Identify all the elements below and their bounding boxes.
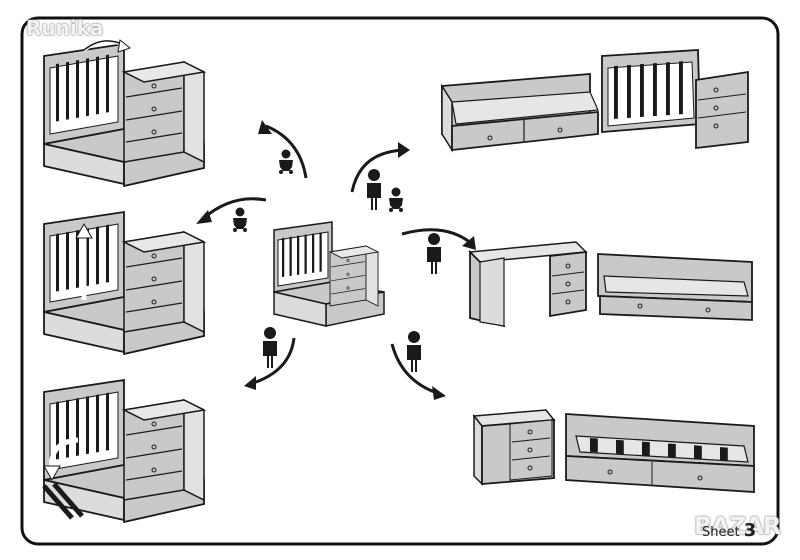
arrow-to-bottom-right [390,343,446,400]
sheet-label: Sheet [702,525,740,540]
baby-icon [279,149,293,174]
convertible-crib-center [273,221,385,327]
adult-icon [263,327,277,368]
arrow-to-top-left [258,120,308,179]
watermark-bottom: BAZAR [694,512,781,540]
sheet-number-value: 3 [743,520,757,541]
sheet-number: Sheet 3 [702,520,756,541]
adult-icon [407,331,421,372]
watermark-top: Runika [26,16,104,40]
crib-with-dresser-top-left [43,42,205,188]
page-frame [20,16,780,546]
crib-lowered-side-mid-left [43,210,205,356]
arrow-to-mid-left [196,197,267,224]
desk-and-bed-mid-right [468,241,753,328]
adult-icon [427,233,441,274]
nightstand-and-bed-bottom-right [472,409,755,493]
crib-removed-rail-bottom-left [43,378,205,524]
bed-and-crib-top-right [441,49,749,153]
baby-icon [389,187,403,212]
arrow-to-mid-right [401,228,476,250]
removed-rails [42,482,84,520]
arrow-to-bottom-left [244,337,296,390]
arrow-to-top-right [350,142,410,193]
rotate-arrow-icon [82,38,132,53]
baby-icon [233,207,247,232]
adult-icon [367,169,381,210]
